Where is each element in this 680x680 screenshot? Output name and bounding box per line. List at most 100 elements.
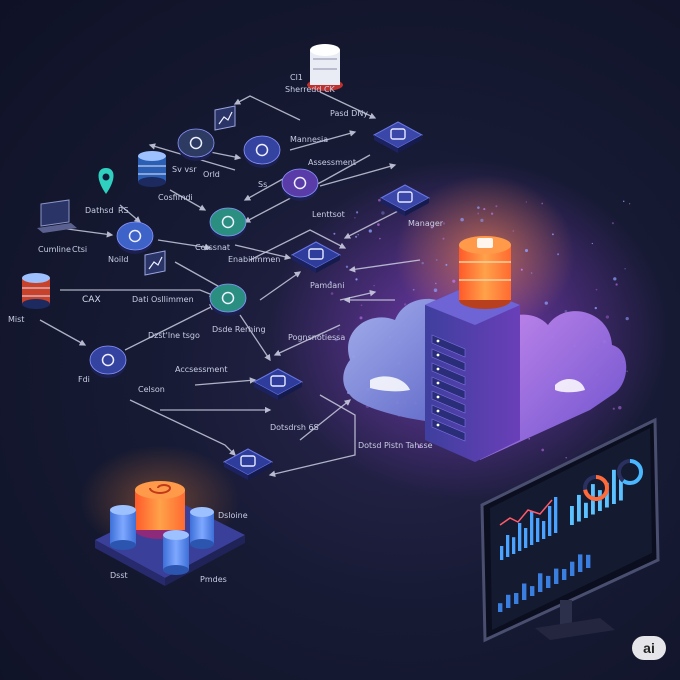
dashboard-bar <box>530 511 534 545</box>
sparkle-dot <box>557 253 560 256</box>
dashboard-monitor <box>480 417 660 643</box>
dashboard-bar <box>584 502 588 518</box>
label-cotssnat: Cotssnat <box>195 243 230 252</box>
label-mannesia: Mannesia <box>290 135 328 144</box>
label-pmdes: Pmdes <box>200 575 227 584</box>
server-slot <box>431 376 466 400</box>
dashboard-bar <box>498 603 503 612</box>
database-icon <box>22 273 50 309</box>
dashboard-bar <box>605 482 609 508</box>
label-cax: CAX <box>82 295 101 305</box>
label-pamdani: Pamdani <box>310 281 344 290</box>
server-led <box>436 409 440 413</box>
sparkle-dot <box>480 218 484 223</box>
sparkle-dot <box>524 248 529 253</box>
people-icon <box>144 250 166 276</box>
diagram-nodes <box>22 105 431 480</box>
label-dsloine: Dsloine <box>218 511 248 520</box>
sparkle-dot <box>334 338 338 342</box>
dashboard-bar <box>598 490 602 511</box>
label-rs: RS <box>118 206 129 215</box>
sparkle-dot <box>622 200 625 203</box>
sparkle-dot <box>418 445 421 449</box>
label-manager: Manager <box>408 219 444 228</box>
sparkle-dot <box>541 448 545 452</box>
sparkle-dot <box>605 315 610 319</box>
dashboard-bar <box>578 554 583 572</box>
gear-icon <box>372 121 424 153</box>
server-led <box>436 423 440 427</box>
label-noild: Noild <box>108 255 128 264</box>
label-pognsnotiessa: Pognsnotiessa <box>288 333 345 342</box>
sparkle-dot <box>442 222 446 225</box>
sparkle-dot <box>530 272 533 274</box>
sparkle-dot <box>445 263 448 266</box>
label-dsst: Dsst <box>110 571 128 580</box>
dashboard-bar <box>562 569 567 580</box>
sparkle-dot <box>551 233 554 236</box>
label-cumline: Cumline <box>38 245 71 254</box>
dashboard-bar <box>518 523 522 551</box>
sparkle-dot <box>355 278 358 281</box>
server-led <box>436 353 440 357</box>
sparkle-dot <box>435 282 437 285</box>
label-enabilimmen: Enabilimmen <box>228 255 280 264</box>
sparkle-dot <box>625 316 629 321</box>
ai-badge: ai <box>632 636 666 660</box>
dashboard-bar <box>586 554 591 568</box>
people-icon <box>290 241 342 273</box>
server-led <box>436 381 440 385</box>
sparkle-dot <box>412 288 415 291</box>
label-dsde-rerhing: Dsde Rerhing <box>212 325 266 334</box>
sparkle-dot <box>368 229 372 233</box>
sparkle-dot <box>594 306 597 310</box>
network-icon <box>379 184 431 216</box>
wifi-icon <box>281 168 319 201</box>
sparkle-dot <box>373 284 375 287</box>
sparkle-dot <box>541 202 544 205</box>
sparkle-dot <box>483 208 486 211</box>
label-dathsd: Dathsd <box>85 206 114 215</box>
server-slot <box>431 348 466 372</box>
cloud-glyph-left <box>370 376 410 392</box>
dashboard-bar <box>619 477 623 501</box>
label-celson: Celson <box>138 385 165 394</box>
top-database-icon <box>307 44 343 91</box>
sparkle-dot <box>330 292 334 295</box>
dashboard-bar <box>530 586 535 596</box>
cloud-glyph-right <box>555 378 585 393</box>
sparkle-dot <box>525 201 527 203</box>
label-fdi: Fdi <box>78 375 90 384</box>
label-svc-ck: Sherredd CK <box>285 85 336 94</box>
sparkle-dot <box>477 212 480 215</box>
sparkle-dot <box>452 279 456 283</box>
sparkle-dot <box>421 261 424 265</box>
sparkle-dot <box>490 212 494 215</box>
sparkle-dot <box>378 198 381 202</box>
cloud-server-cluster <box>343 236 627 462</box>
sparkle-dot <box>337 328 340 331</box>
search-icon <box>116 221 154 254</box>
dashboard-bar <box>538 573 543 592</box>
document-icon <box>252 368 304 400</box>
connector-lines <box>39 91 421 477</box>
sparkle-dot <box>435 258 438 261</box>
sparkle-dot <box>611 222 614 225</box>
dashboard-bar <box>500 546 504 560</box>
server-slot <box>431 334 466 358</box>
dashboard-bar <box>570 561 575 576</box>
label-ctsi: Ctsi <box>72 245 87 254</box>
sparkle-dot <box>359 316 363 320</box>
sparkle-dot <box>360 304 363 307</box>
sparkle-dot <box>433 288 438 292</box>
blue-database-icon <box>190 507 214 549</box>
wifi-icon <box>209 207 247 240</box>
chart-icon <box>214 105 236 131</box>
sparkle-dot <box>379 237 381 240</box>
search-icon <box>177 128 215 161</box>
sparkle-dot <box>345 265 349 268</box>
sparkle-dot <box>613 277 617 281</box>
label-dotsd-pistn: Dotsd Pistn Tahsse <box>358 441 433 450</box>
sparkle-dot <box>329 281 332 284</box>
